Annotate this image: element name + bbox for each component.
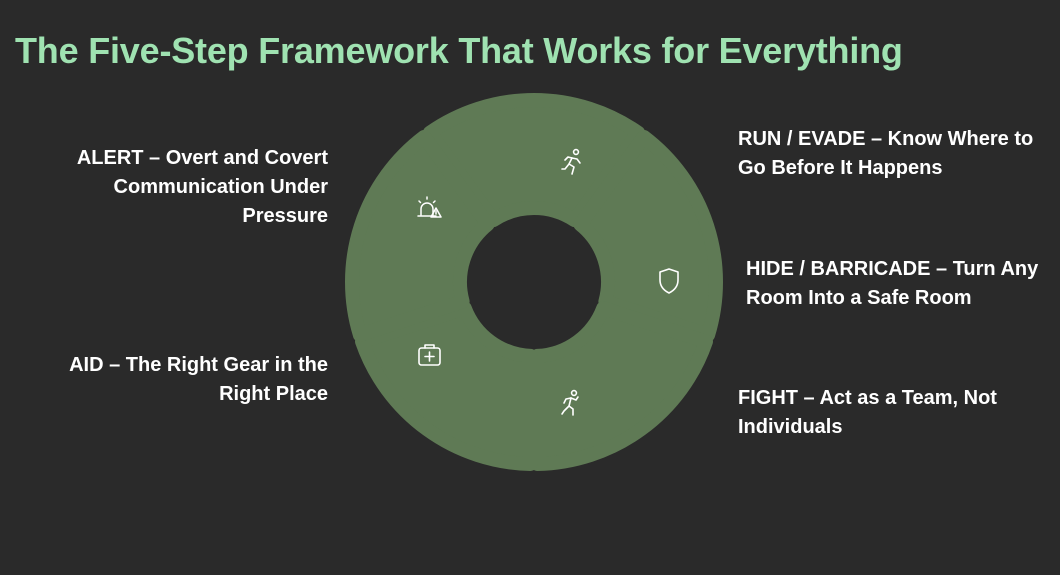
step-label-aid: AID – The Right Gear in the Right Place	[69, 354, 328, 405]
step-label-run: RUN / EVADE – Know Where to Go Before It…	[738, 128, 1034, 179]
running-person-icon	[561, 148, 581, 175]
segment-aid	[355, 301, 538, 471]
page-title: The Five-Step Framework That Works for E…	[15, 30, 903, 71]
segment-run	[422, 93, 646, 228]
step-label-alert: ALERT – Overt and Covert Communication U…	[76, 147, 328, 227]
step-label-fight: FIGHT – Act as a Team, Not Individuals	[738, 387, 997, 438]
fighting-person-icon	[561, 389, 579, 416]
alarm-siren-icon	[417, 196, 442, 218]
first-aid-kit-icon	[418, 344, 441, 366]
segment-fight	[530, 301, 713, 471]
segment-alert	[345, 129, 495, 342]
step-label-hide: HIDE / BARRICADE – Turn Any Room Into a …	[746, 258, 1039, 309]
segment-hide	[573, 129, 723, 342]
shield-icon	[659, 268, 679, 294]
